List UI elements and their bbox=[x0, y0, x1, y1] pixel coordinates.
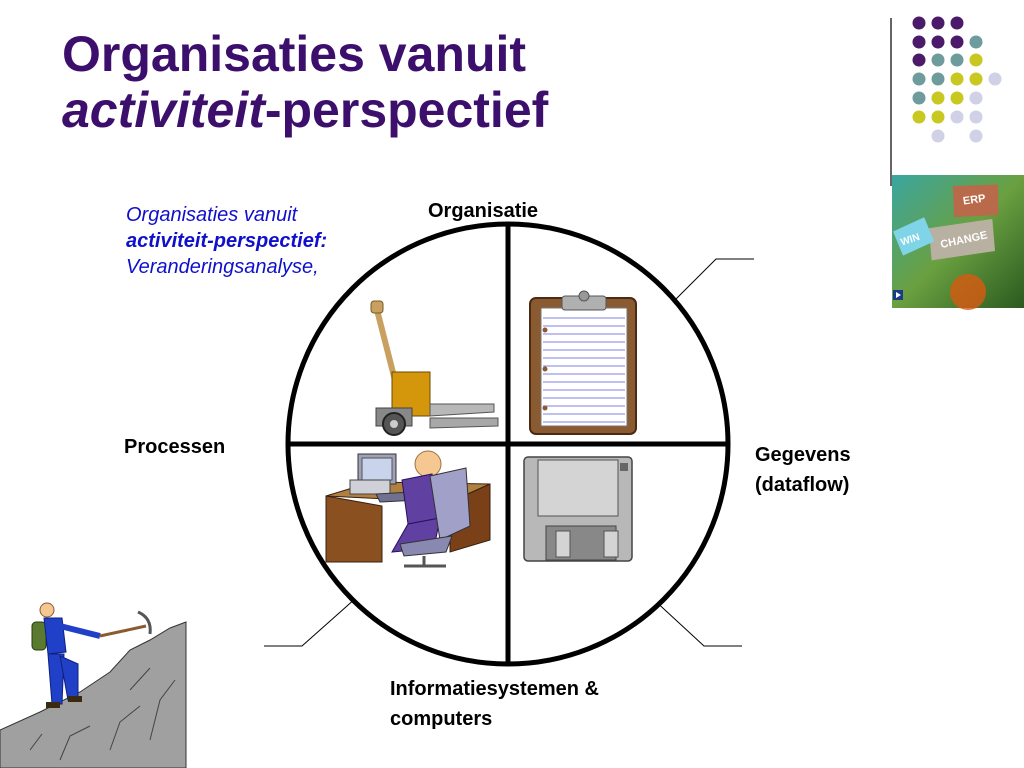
clipboard-icon bbox=[529, 290, 637, 435]
gegevens-line1: Gegevens bbox=[755, 444, 851, 466]
gegevens-line2: (dataflow) bbox=[755, 474, 850, 496]
decorative-dot bbox=[931, 16, 945, 30]
decorative-dot bbox=[950, 16, 964, 30]
connector-lines bbox=[264, 258, 754, 647]
decorative-dot bbox=[950, 72, 964, 86]
title-line1: Organisaties vanuit bbox=[62, 26, 527, 82]
decorative-dot bbox=[931, 91, 945, 105]
connector-bottom-left bbox=[264, 597, 357, 647]
title-italic-word: activiteit bbox=[62, 82, 265, 138]
decorative-dot bbox=[950, 91, 964, 105]
title-line2-rest: -perspectief bbox=[264, 82, 549, 138]
decorative-dot bbox=[969, 110, 983, 124]
decorative-dot bbox=[912, 72, 926, 86]
decorative-dot bbox=[950, 35, 964, 49]
decorative-dot bbox=[912, 91, 926, 105]
slide-title: Organisaties vanuit activiteit-perspecti… bbox=[62, 26, 548, 138]
mountain-climber-icon bbox=[0, 602, 187, 768]
decorative-dot bbox=[931, 53, 945, 67]
subtitle-line1: Organisaties vanuit bbox=[126, 204, 298, 226]
connector-top-right bbox=[663, 258, 754, 312]
computer-user-icon bbox=[325, 450, 491, 568]
connector-bottom-right bbox=[651, 597, 742, 647]
pallet-jack-icon bbox=[370, 300, 499, 436]
info-line2: computers bbox=[390, 708, 493, 730]
quadrant-circle bbox=[285, 221, 731, 667]
sign-erp: ERP bbox=[962, 193, 986, 208]
subtitle-line2: activiteit-perspectief: bbox=[126, 230, 328, 252]
subtitle-text: Organisaties vanuit activiteit-perspecti… bbox=[126, 202, 327, 280]
decorative-dot bbox=[931, 110, 945, 124]
quadrant-label-processen: Processen bbox=[124, 436, 226, 458]
decorative-dot-grid bbox=[912, 16, 1002, 143]
decorative-dot bbox=[912, 35, 926, 49]
decorative-dot bbox=[950, 53, 964, 67]
decorative-dot bbox=[912, 16, 926, 30]
decorative-dot bbox=[912, 110, 926, 124]
decorative-dot bbox=[969, 91, 983, 105]
quadrant-label-informatiesystemen: Informatiesystemen & computers bbox=[390, 674, 599, 734]
change-puzzle-picture: ERP CHANGE WIN bbox=[892, 175, 1024, 310]
decorative-dot bbox=[912, 53, 926, 67]
decorative-dot bbox=[988, 72, 1002, 86]
decorative-dot bbox=[950, 110, 964, 124]
decorative-dot bbox=[969, 53, 983, 67]
decorative-dot bbox=[969, 129, 983, 143]
subtitle-line3: Veranderingsanalyse, bbox=[126, 256, 319, 278]
floppy-disk-icon bbox=[523, 456, 633, 562]
decorative-dot bbox=[931, 72, 945, 86]
decorative-dot bbox=[931, 35, 945, 49]
info-line1: Informatiesystemen & bbox=[390, 678, 599, 700]
quadrant-label-gegevens: Gegevens (dataflow) bbox=[755, 440, 851, 500]
quadrant-label-organisatie: Organisatie bbox=[428, 200, 539, 222]
decorative-dot bbox=[931, 129, 945, 143]
decorative-dot bbox=[969, 35, 983, 49]
decorative-dot bbox=[969, 72, 983, 86]
